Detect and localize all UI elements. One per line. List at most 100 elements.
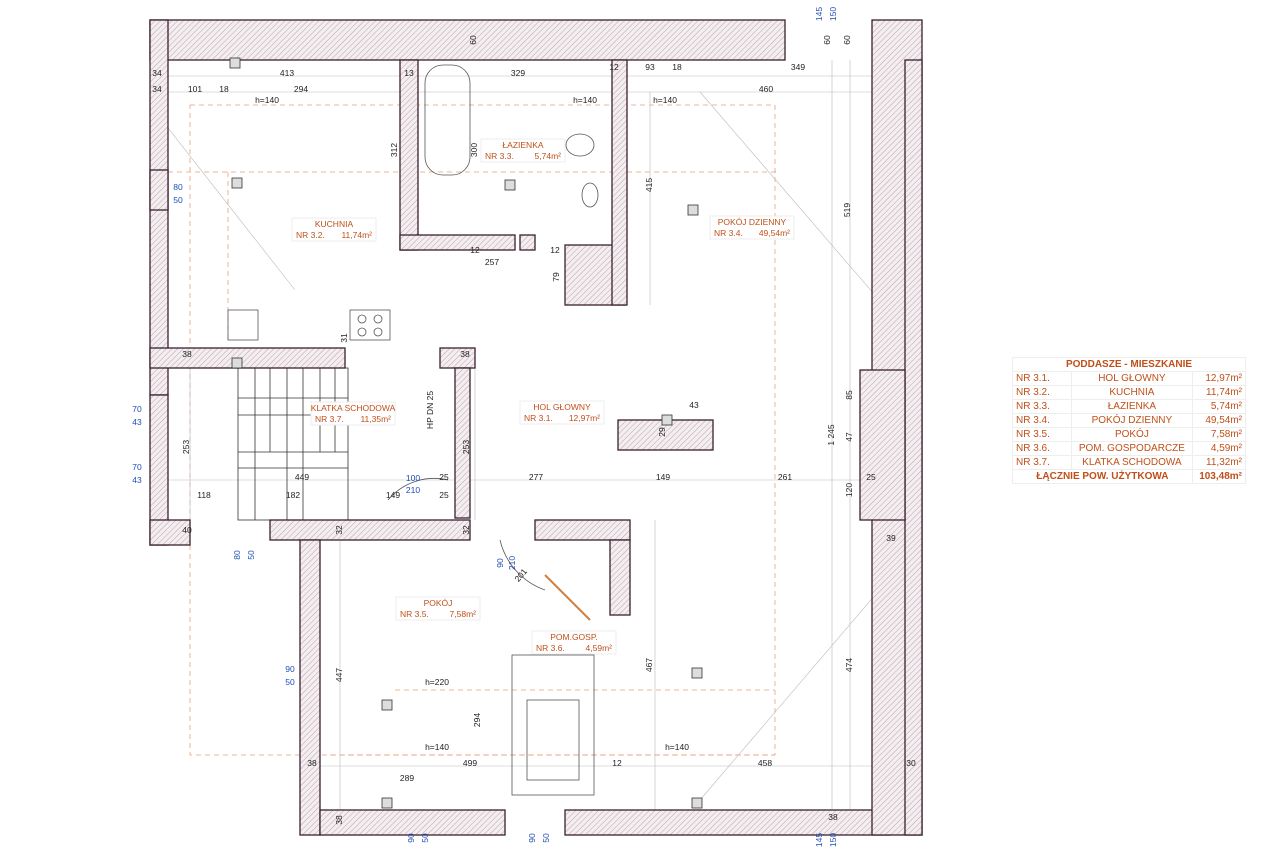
window-door-size-label: 50 — [420, 833, 430, 843]
room-number: NR 3.7. — [1012, 455, 1072, 470]
room-number: NR 3.7. — [315, 414, 344, 424]
vent-icon — [504, 179, 516, 191]
wall-segment — [534, 519, 631, 541]
dimension-label: 447 — [334, 668, 344, 682]
room-area: 49,54m² — [759, 228, 790, 238]
dimension-label: 329 — [511, 68, 525, 78]
room-area: 11,74m² — [341, 230, 372, 240]
window-door-size-label: 90 — [495, 558, 505, 568]
room-label-box — [480, 138, 566, 163]
dimension-label: 79 — [551, 272, 561, 282]
dimension-label: 253 — [461, 440, 471, 454]
room-number: NR 3.3. — [485, 151, 514, 161]
dimension-label: 182 — [286, 490, 300, 500]
window-door-size-label: 50 — [173, 195, 183, 205]
wall-segment — [149, 19, 786, 61]
room-label-pom-gosp-[interactable]: POM.GOSP.NR 3.6.4,59m² — [531, 630, 617, 655]
dimension-label: 101 — [188, 84, 202, 94]
door-swing — [387, 478, 449, 501]
room-name: KLATKA SCHODOWA — [1071, 455, 1193, 470]
room-name: KUCHNIA — [315, 219, 354, 229]
room-name: ŁAZIENKA — [502, 140, 543, 150]
window-door-size-label: 70 — [132, 404, 142, 414]
dimension-label: 312 — [389, 143, 399, 157]
room-label-box — [709, 215, 795, 240]
dimension-label: 467 — [644, 658, 654, 672]
dimension-label: h=140 — [425, 742, 449, 752]
dimension-label: 43 — [689, 400, 699, 410]
wall-segment — [319, 809, 506, 836]
room-label-box — [531, 630, 617, 655]
room-number: NR 3.1. — [1012, 371, 1072, 386]
wall-segment — [564, 809, 891, 836]
bathtub-icon — [424, 64, 471, 176]
dimension-label: 25 — [439, 472, 449, 482]
dimension-label: 12 — [470, 245, 480, 255]
room-name: POM.GOSP. — [550, 632, 598, 642]
auxiliary-lines — [149, 60, 922, 810]
room-area: 11,32m² — [1191, 455, 1247, 470]
door-swing — [499, 539, 546, 591]
room-area: 11,35m² — [360, 414, 391, 424]
dimension-label: 38 — [307, 758, 317, 768]
dimension-label: 289 — [400, 773, 414, 783]
room-number: NR 3.2. — [1012, 385, 1072, 400]
window-door-size-label: 150 — [828, 833, 838, 847]
window-door-size-label: 150 — [828, 7, 838, 21]
window-door-size-label: 90 — [527, 833, 537, 843]
wall-segment — [299, 539, 321, 836]
toilet-icon — [565, 133, 595, 157]
dimension-label: 39 — [886, 533, 896, 543]
dimension-label: 93 — [645, 62, 655, 72]
dimension-label: 261 — [778, 472, 792, 482]
dimension-label: 34 — [152, 84, 162, 94]
room-name: KLATKA SCHODOWA — [311, 403, 396, 413]
room-number: NR 3.5. — [1012, 427, 1072, 442]
room-label-box — [519, 400, 605, 425]
window-door-size-label: 80 — [173, 182, 183, 192]
room-name: POM. GOSPODARCZE — [1071, 441, 1193, 456]
window-door-size-label: 145 — [814, 833, 824, 847]
dimension-label: 32 — [334, 525, 344, 535]
room-label-box — [395, 596, 481, 621]
vent-icon — [661, 414, 673, 426]
dimension-label: 415 — [644, 178, 654, 192]
vent-icon — [381, 699, 393, 711]
kitchen-sink-icon — [227, 309, 259, 341]
room-number: NR 3.5. — [400, 609, 429, 619]
dimension-label: h=140 — [665, 742, 689, 752]
dimension-label: 120 — [844, 483, 854, 497]
sink-icon — [581, 182, 599, 208]
window-door-size-label: 50 — [246, 550, 256, 560]
room-name: POKÓJ — [1071, 427, 1193, 442]
room-area: 4,59m² — [1191, 441, 1247, 456]
dimension-label: 12 — [612, 758, 622, 768]
wall-segment — [399, 234, 516, 251]
dimension-label: 253 — [181, 440, 191, 454]
dimension-label: 38 — [828, 812, 838, 822]
room-number: NR 3.4. — [714, 228, 743, 238]
room-area: 5,74m² — [535, 151, 562, 161]
window-door-size-label: 210 — [507, 556, 517, 570]
room-area: 49,54m² — [1191, 413, 1247, 428]
dimension-label: 85 — [844, 390, 854, 400]
room-area: 11,74m² — [1191, 385, 1247, 400]
dimension-label: 29 — [657, 427, 667, 437]
wall-segment — [439, 347, 476, 369]
table-title: PODDASZE - MIESZKANIE — [1012, 357, 1246, 372]
room-number: NR 3.2. — [296, 230, 325, 240]
stove-icon — [349, 309, 391, 341]
dimension-label: 118 — [197, 490, 211, 500]
